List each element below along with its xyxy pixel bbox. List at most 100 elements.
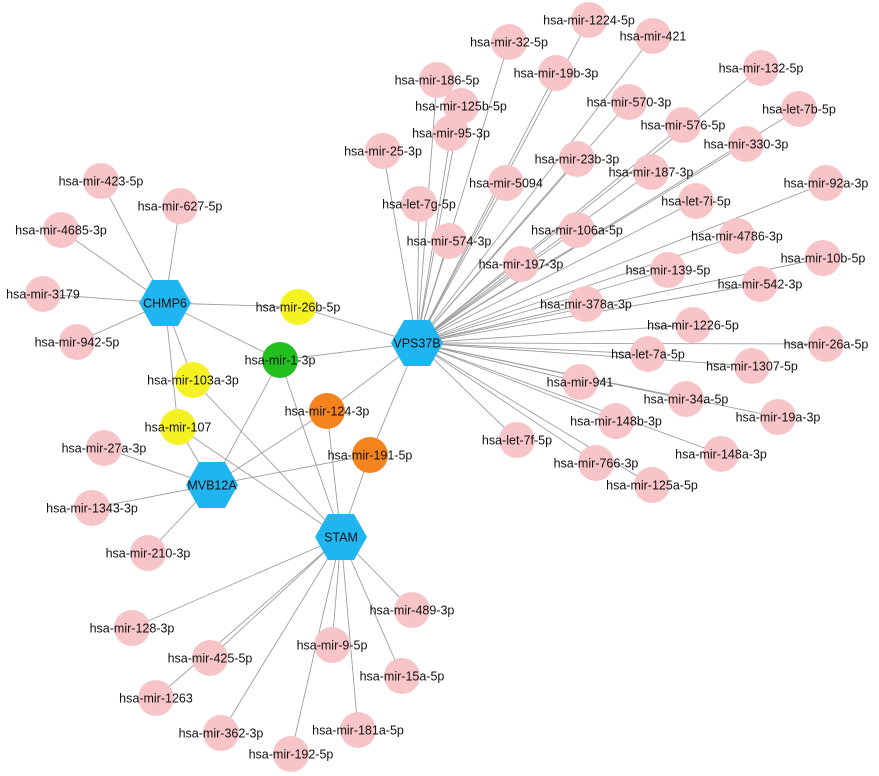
mirna-node-hsa-mir-1263 <box>138 680 174 716</box>
mirna-node-hsa-mir-25-3p <box>365 133 401 169</box>
mirna-node-hsa-mir-941 <box>562 364 598 400</box>
node-label-hsa-mir-139-5p: hsa-mir-139-5p <box>626 264 711 278</box>
node-label-hsa-mir-197-3p: hsa-mir-197-3p <box>479 258 564 272</box>
edge-vps37b-hsa-mir-766-3p <box>416 342 597 464</box>
mirna-node-hsa-mir-570-3p <box>611 84 647 120</box>
node-label-hsa-mir-32-5p: hsa-mir-32-5p <box>470 36 548 50</box>
node-label-hsa-mir-181a-5p: hsa-mir-181a-5p <box>312 724 404 738</box>
mirna-node-hsa-let-7g-5p <box>401 186 437 222</box>
node-label-hsa-mir-186-5p: hsa-mir-186-5p <box>395 74 480 88</box>
mirna-node-hsa-mir-128-3p <box>114 610 150 646</box>
mirna-node-hsa-mir-92a-3p <box>808 165 844 201</box>
mirna-node-hsa-mir-32-5p <box>491 24 527 60</box>
node-label-hsa-mir-148b-3p: hsa-mir-148b-3p <box>570 415 662 429</box>
mirna-node-hsa-mir-27a-3p <box>86 430 122 466</box>
node-label-hsa-mir-34a-5p: hsa-mir-34a-5p <box>644 393 729 407</box>
mirna-node-hsa-mir-942-5p <box>59 324 95 360</box>
mirna-node-hsa-let-7f-5p <box>499 422 535 458</box>
mirna-node-hsa-mir-125a-5p <box>634 467 670 503</box>
edge-vps37b-hsa-mir-421 <box>416 35 654 344</box>
node-label-hsa-mir-574-3p: hsa-mir-574-3p <box>407 235 492 249</box>
gene-node-stam <box>315 514 367 560</box>
edge-stam-hsa-mir-107 <box>177 426 342 538</box>
edge-vps37b-hsa-mir-25-3p <box>382 150 418 344</box>
mirna-node-hsa-mir-423-5p <box>83 163 119 199</box>
mirna-node-hsa-mir-26b-5p <box>280 289 316 325</box>
node-label-hsa-mir-1343-3p: hsa-mir-1343-3p <box>46 502 138 516</box>
node-label-hsa-mir-542-3p: hsa-mir-542-3p <box>718 278 803 292</box>
edge-stam-hsa-mir-362-3p <box>220 536 342 734</box>
mirna-node-hsa-mir-106a-5p <box>559 212 595 248</box>
edge-stam-hsa-mir-128-3p <box>131 536 342 629</box>
mirna-node-hsa-let-7a-5p <box>630 336 666 372</box>
node-label-hsa-mir-423-5p: hsa-mir-423-5p <box>59 175 144 189</box>
node-label-hsa-mir-92a-3p: hsa-mir-92a-3p <box>784 177 869 191</box>
mirna-node-hsa-mir-1307-5p <box>734 348 770 384</box>
mirna-node-hsa-mir-125b-5p <box>443 88 479 124</box>
edge-vps37b-hsa-mir-1307-5p <box>416 342 753 367</box>
mirna-node-hsa-mir-139-5p <box>650 252 686 288</box>
mirna-node-hsa-mir-95-3p <box>433 115 469 151</box>
mirna-node-hsa-mir-19b-3p <box>538 55 574 91</box>
mirna-node-hsa-mir-4685-3p <box>43 212 79 248</box>
mirna-node-hsa-mir-10b-5p <box>805 240 841 276</box>
node-label-hsa-mir-4685-3p: hsa-mir-4685-3p <box>15 224 107 238</box>
node-label-hsa-mir-26a-5p: hsa-mir-26a-5p <box>784 338 869 352</box>
node-label-hsa-let-7a-5p: hsa-let-7a-5p <box>611 348 685 362</box>
node-label-hsa-mir-378a-3p: hsa-mir-378a-3p <box>540 298 632 312</box>
mirna-node-hsa-let-7i-5p <box>678 183 714 219</box>
edge-vps37b-hsa-mir-139-5p <box>416 269 669 344</box>
mirna-node-hsa-mir-1-3p <box>262 342 298 378</box>
edge-vps37b-hsa-mir-1226-5p <box>416 324 694 344</box>
mirna-node-hsa-mir-19a-3p <box>760 399 796 435</box>
edge-vps37b-hsa-mir-148a-3p <box>416 342 722 455</box>
edge-vps37b-hsa-mir-132-5p <box>416 67 762 344</box>
mirna-node-hsa-mir-421 <box>635 18 671 54</box>
node-label-mvb12a: MVB12A <box>187 479 237 493</box>
node-label-hsa-mir-941: hsa-mir-941 <box>547 376 614 390</box>
edge-stam-hsa-mir-103a-3p <box>192 379 342 538</box>
mirna-node-hsa-mir-26a-5p <box>808 326 844 362</box>
node-label-hsa-mir-3179: hsa-mir-3179 <box>6 288 80 302</box>
node-label-hsa-mir-27a-3p: hsa-mir-27a-3p <box>62 442 147 456</box>
edge-vps37b-hsa-mir-92a-3p <box>416 182 827 344</box>
mirna-node-hsa-mir-107 <box>160 409 196 445</box>
edge-vps37b-hsa-mir-5094 <box>416 182 507 344</box>
node-label-hsa-mir-132-5p: hsa-mir-132-5p <box>719 62 804 76</box>
node-label-hsa-mir-1-3p: hsa-mir-1-3p <box>245 354 316 368</box>
edge-vps37b-hsa-mir-106a-5p <box>416 229 578 344</box>
edge-stam-hsa-mir-15a-5p <box>340 536 403 677</box>
node-label-hsa-mir-125a-5p: hsa-mir-125a-5p <box>606 479 698 493</box>
mirna-node-hsa-mir-23b-3p <box>559 141 595 177</box>
node-label-hsa-mir-210-3p: hsa-mir-210-3p <box>106 547 191 561</box>
mirna-node-hsa-mir-362-3p <box>203 715 239 751</box>
edge-stam-hsa-mir-425-5p <box>209 536 342 659</box>
mirna-node-hsa-mir-103a-3p <box>175 362 211 398</box>
mirna-node-hsa-mir-210-3p <box>130 535 166 571</box>
mirna-node-hsa-mir-34a-5p <box>668 381 704 417</box>
node-label-hsa-mir-191-5p: hsa-mir-191-5p <box>328 449 413 463</box>
node-label-hsa-mir-23b-3p: hsa-mir-23b-3p <box>535 153 620 167</box>
node-label-hsa-mir-128-3p: hsa-mir-128-3p <box>90 622 175 636</box>
node-label-hsa-mir-421: hsa-mir-421 <box>620 30 687 44</box>
node-label-hsa-let-7g-5p: hsa-let-7g-5p <box>382 198 456 212</box>
node-label-hsa-mir-19a-3p: hsa-mir-19a-3p <box>736 411 821 425</box>
node-label-hsa-mir-187-3p: hsa-mir-187-3p <box>609 166 694 180</box>
mirna-node-hsa-mir-132-5p <box>743 50 779 86</box>
mirna-node-hsa-mir-187-3p <box>633 154 669 190</box>
mirna-node-hsa-mir-197-3p <box>503 246 539 282</box>
node-label-hsa-mir-10b-5p: hsa-mir-10b-5p <box>781 252 866 266</box>
node-label-hsa-mir-576-5p: hsa-mir-576-5p <box>641 119 726 133</box>
node-label-hsa-mir-1263: hsa-mir-1263 <box>119 692 193 706</box>
node-label-hsa-mir-1307-5p: hsa-mir-1307-5p <box>706 360 798 374</box>
mirna-node-hsa-mir-574-3p <box>431 223 467 259</box>
node-label-hsa-mir-627-5p: hsa-mir-627-5p <box>138 200 223 214</box>
node-label-hsa-mir-192-5p: hsa-mir-192-5p <box>249 748 334 762</box>
mirna-node-hsa-mir-1224-5p <box>571 2 607 38</box>
mirna-node-hsa-mir-378a-3p <box>568 286 604 322</box>
edge-mvb12a-hsa-mir-124-3p <box>211 410 328 486</box>
edge-vps37b-hsa-let-7i-5p <box>416 200 697 344</box>
node-label-hsa-mir-362-3p: hsa-mir-362-3p <box>179 727 264 741</box>
edge-vps37b-hsa-mir-378a-3p <box>416 303 587 344</box>
node-label-hsa-mir-125b-5p: hsa-mir-125b-5p <box>415 100 507 114</box>
